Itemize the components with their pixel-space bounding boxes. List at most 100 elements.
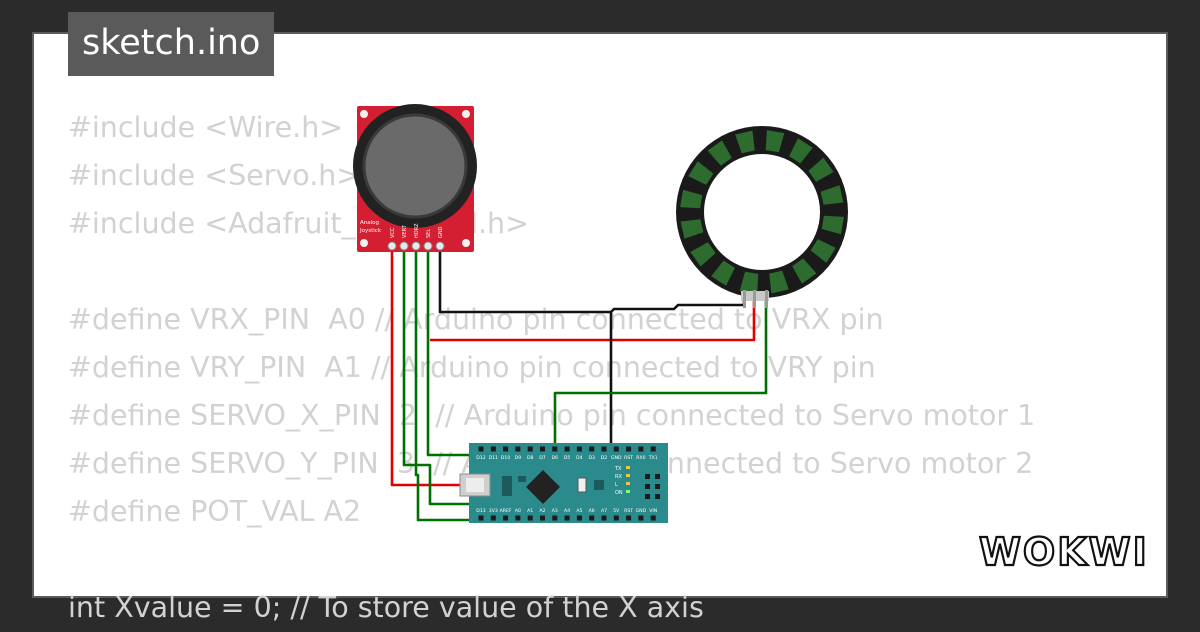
led-l — [626, 482, 630, 485]
joystick-pin[interactable] — [411, 241, 421, 251]
smd-component — [502, 476, 512, 496]
led-on — [626, 490, 630, 493]
nano-pin[interactable] — [564, 446, 570, 452]
ring-led — [735, 130, 755, 154]
nano-pin[interactable] — [490, 515, 496, 521]
icsp-pin — [645, 474, 650, 479]
nano-pin[interactable] — [552, 446, 558, 452]
ring-led — [680, 219, 704, 239]
nano-pin-label: D6 — [552, 455, 559, 461]
nano-pin-label: TX1 — [648, 455, 658, 461]
joystick-pin[interactable] — [387, 241, 397, 251]
icsp-pin — [655, 484, 660, 489]
nano-pin-label: D4 — [576, 455, 583, 461]
ring-pin-din — [765, 290, 768, 308]
nano-pin-label: D10 — [501, 455, 510, 461]
nano-pin-label: D11 — [489, 455, 498, 461]
ring-inner — [704, 154, 820, 270]
neopixel-ring[interactable] — [676, 126, 848, 308]
joystick-pin-label: VCC — [390, 227, 396, 238]
nano-pin[interactable] — [478, 446, 484, 452]
nano-pin[interactable] — [527, 515, 533, 521]
nano-pin[interactable] — [503, 446, 509, 452]
reset-button[interactable] — [577, 477, 587, 493]
icsp-pin — [655, 474, 660, 479]
nano-pin-label: A0 — [515, 508, 521, 514]
nano-pin[interactable] — [601, 515, 607, 521]
ring-led — [821, 215, 844, 235]
nano-pin-label: A1 — [527, 508, 533, 514]
ring-led — [792, 258, 817, 284]
joystick-knob[interactable] — [362, 113, 468, 219]
code-line: #include <Wire.h> — [68, 111, 344, 144]
nano-pin-label: D7 — [539, 455, 546, 461]
nano-pin[interactable] — [540, 446, 545, 452]
mount-hole — [462, 110, 470, 118]
nano-pin[interactable] — [613, 515, 619, 521]
nano-pin-label: A5 — [576, 508, 582, 514]
smd-component — [518, 476, 526, 482]
label-tx: TX — [614, 466, 622, 472]
nano-pin-label: D3 — [588, 455, 595, 461]
nano-pin[interactable] — [650, 515, 656, 521]
joystick-pin[interactable] — [423, 241, 433, 251]
nano-pin[interactable] — [490, 446, 496, 452]
ring-led — [808, 157, 834, 182]
nano-pin-label: RX0 — [636, 455, 645, 461]
mount-hole — [360, 110, 368, 118]
code-line: #define VRY_PIN A1 // Arduino pin connec… — [68, 351, 876, 384]
nano-pin-label: 3V3 — [489, 508, 498, 514]
code-line: #define POT_VAL A2 — [68, 495, 362, 528]
joystick-pin[interactable] — [435, 241, 445, 251]
nano-pin[interactable] — [515, 515, 521, 521]
nano-pin-label: RST — [624, 455, 633, 461]
nano-pin-label: RST — [624, 508, 633, 514]
nano-pin[interactable] — [503, 515, 509, 521]
nano-pin[interactable] — [552, 515, 558, 521]
nano-pin[interactable] — [478, 515, 484, 521]
nano-pin-label: 5V — [613, 508, 620, 514]
ring-pin-gnd — [743, 290, 746, 308]
logo-text: WOKWI — [979, 530, 1149, 574]
nano-pin-label: A2 — [539, 508, 545, 514]
nano-pin[interactable] — [626, 446, 632, 452]
nano-pin[interactable] — [515, 446, 521, 452]
nano-pin[interactable] — [650, 446, 656, 452]
nano-pin-label: D8 — [527, 455, 534, 461]
icsp-pin — [645, 484, 650, 489]
nano-pin[interactable] — [564, 515, 570, 521]
joystick-pin[interactable] — [399, 241, 409, 251]
nano-pin[interactable] — [540, 515, 545, 521]
nano-pin-label: VIN — [649, 508, 657, 514]
nano-pin[interactable] — [576, 515, 582, 521]
code-line: #include <Servo.h> — [68, 159, 361, 192]
nano-pin[interactable] — [626, 515, 632, 521]
nano-pin-label: D2 — [601, 455, 608, 461]
led-rx — [626, 474, 630, 477]
file-tab-badge: sketch.ino — [68, 12, 275, 76]
joystick-pin-label: SEL — [426, 229, 432, 238]
nano-pin[interactable] — [527, 446, 533, 452]
nano-pin[interactable] — [613, 446, 619, 452]
ring-led — [810, 239, 836, 263]
ring-pin-vcc — [753, 290, 756, 308]
nano-pin-label: A6 — [589, 508, 595, 514]
nano-pin[interactable] — [589, 515, 595, 521]
nano-pin[interactable] — [576, 446, 582, 452]
wire-black-ground — [438, 250, 746, 452]
nano-pin[interactable] — [589, 446, 595, 452]
smd-component — [594, 480, 604, 490]
nano-pin[interactable] — [638, 446, 644, 452]
nano-pin-label: A3 — [552, 508, 558, 514]
wire-green-sel-to-d2 — [426, 250, 471, 457]
nano-pin[interactable] — [638, 515, 644, 521]
ring-led — [765, 130, 785, 153]
led-tx — [626, 466, 630, 469]
nano-pin[interactable] — [601, 446, 607, 452]
usb-port — [466, 478, 484, 492]
mount-hole — [360, 239, 368, 247]
ring-led — [789, 138, 813, 164]
